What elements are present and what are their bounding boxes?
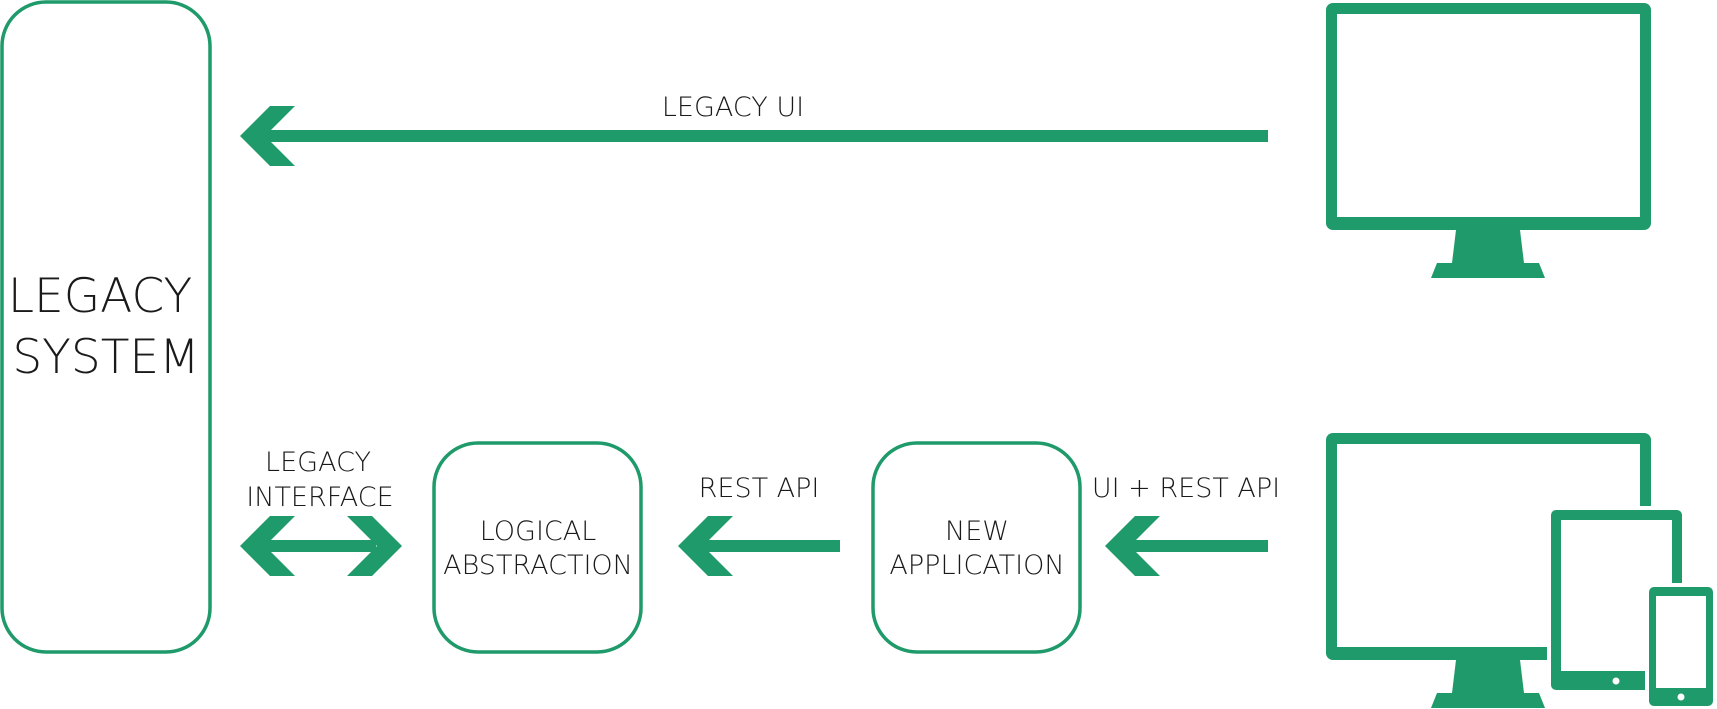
legacy-system-label-line2: SYSTEM — [12, 330, 199, 385]
legacy-ui-label: LEGACY UI — [662, 92, 804, 123]
new-application-label-line1: NEW — [945, 516, 1009, 547]
multi-device-icon — [1326, 433, 1717, 709]
legacy-interface-label-line1: LEGACY — [265, 447, 371, 478]
legacy-system-box: LEGACY SYSTEM — [0, 0, 212, 654]
logical-abstraction-label-line1: LOGICAL — [480, 516, 597, 547]
rest-api-label: REST API — [699, 473, 820, 504]
new-application-label-line2: APPLICATION — [889, 550, 1064, 581]
logical-abstraction-box: LOGICAL ABSTRACTION — [432, 441, 643, 654]
desktop-monitor-icon — [1326, 3, 1651, 278]
ui-rest-api-label: UI + REST API — [1092, 473, 1280, 504]
phone-icon — [1645, 583, 1717, 709]
legacy-interface-double-arrow — [240, 516, 402, 576]
rest-api-arrow — [678, 516, 840, 576]
new-application-box: NEW APPLICATION — [871, 441, 1082, 654]
legacy-interface-label-line2: INTERFACE — [246, 482, 393, 513]
legacy-system-label-line1: LEGACY — [8, 269, 192, 324]
legacy-ui-arrow — [240, 106, 1268, 166]
ui-rest-api-arrow — [1105, 516, 1268, 576]
logical-abstraction-label-line2: ABSTRACTION — [443, 550, 633, 581]
